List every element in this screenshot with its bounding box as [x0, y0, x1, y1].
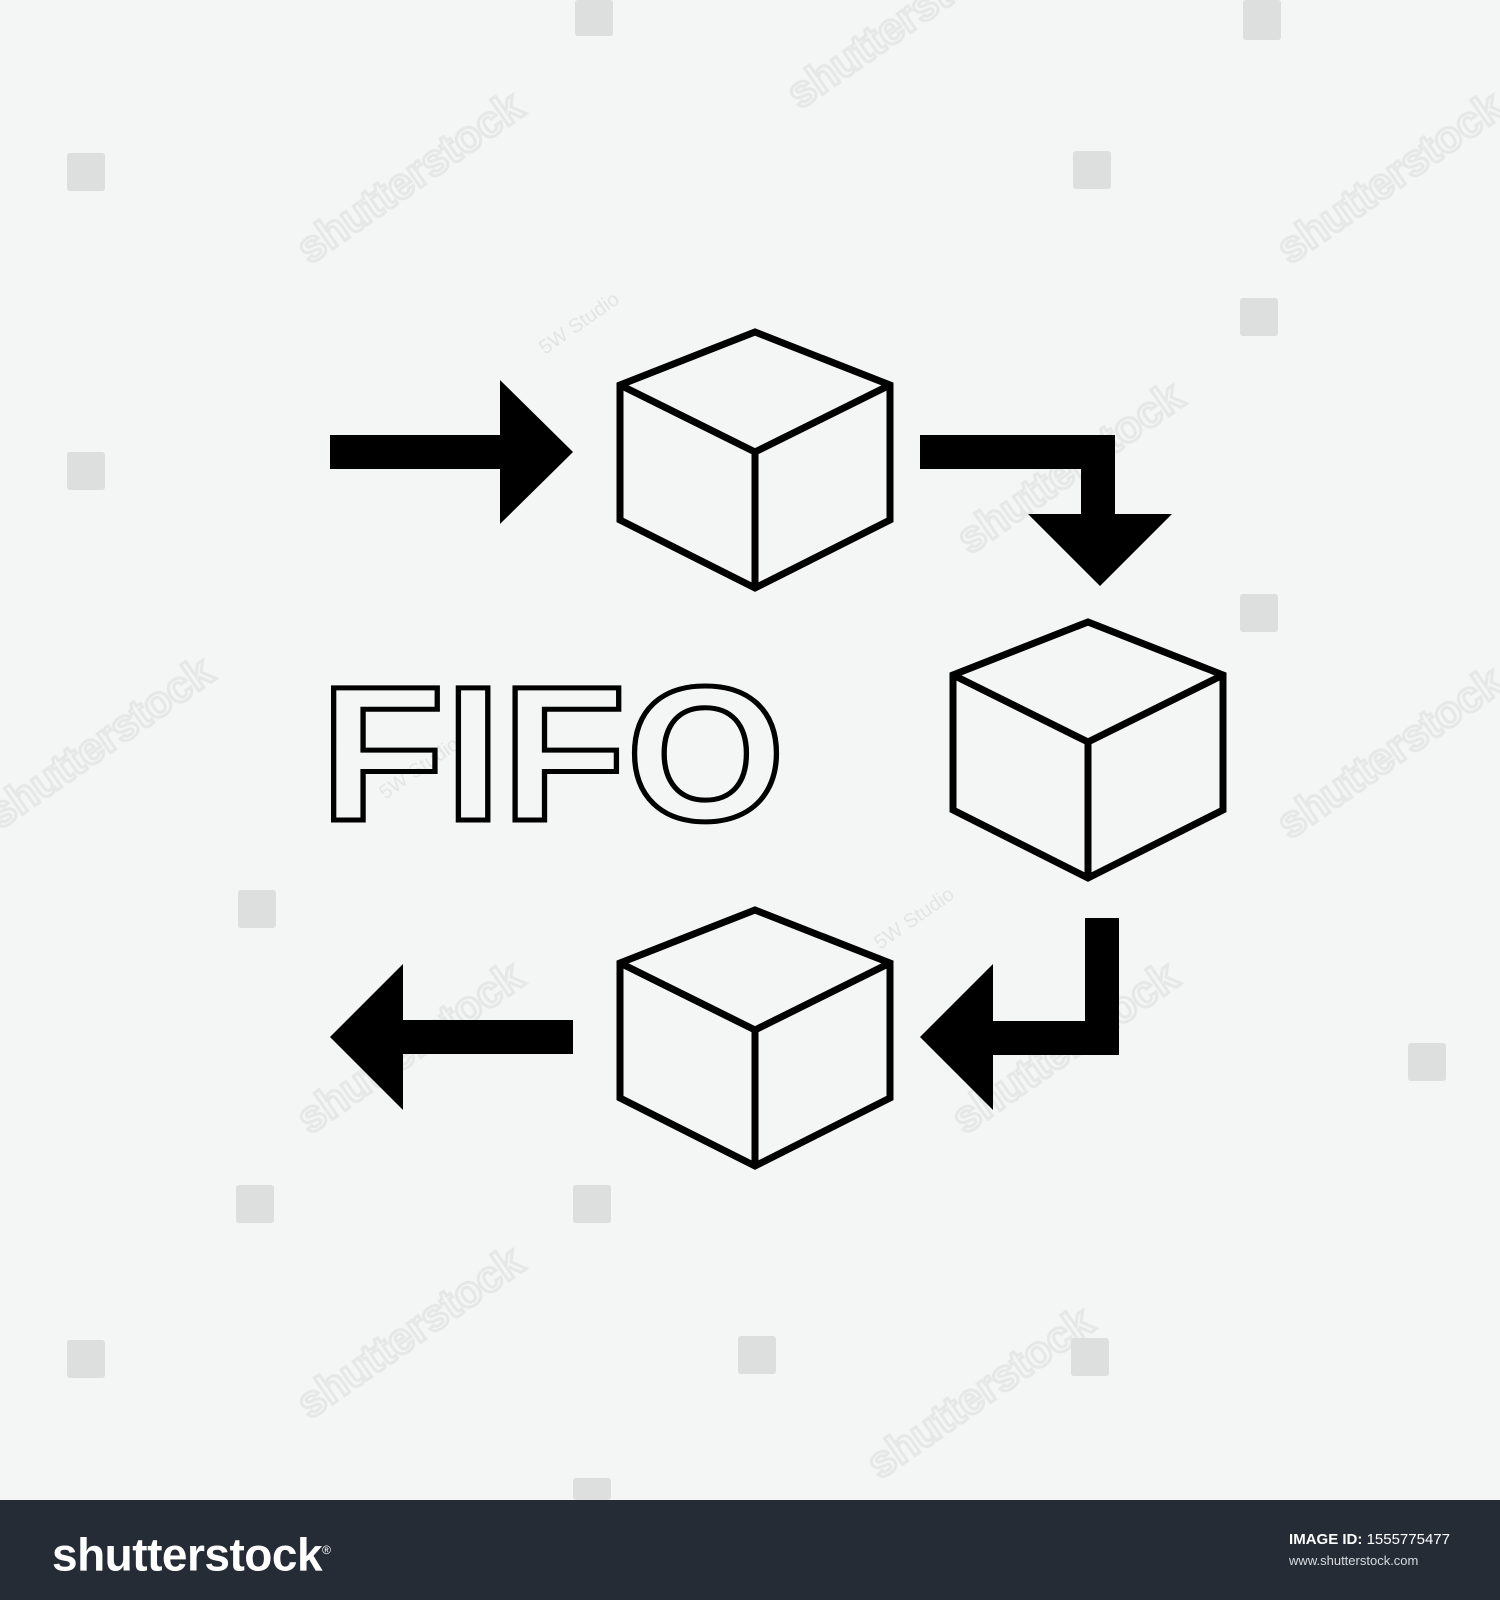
watermark-square — [1408, 1043, 1446, 1081]
box-icon — [616, 328, 894, 592]
watermark-stock-text: shutterstock — [1268, 81, 1500, 273]
watermark-square — [573, 1478, 611, 1500]
box-icon — [616, 906, 894, 1170]
arrow-in-icon — [330, 380, 573, 524]
watermark-stock-text: shutterstock — [1268, 656, 1500, 848]
watermark-stock-text: shutterstock — [858, 1296, 1103, 1488]
watermark-square — [1243, 0, 1281, 40]
watermark-square — [1073, 151, 1111, 189]
image-id-value: 1555775477 — [1366, 1531, 1450, 1548]
watermark-square — [575, 0, 613, 36]
fifo-label: FIFO — [320, 646, 785, 861]
registered-mark-icon: ® — [322, 1543, 331, 1557]
brand-logo: shutterstock® — [52, 1520, 331, 1584]
diagram-layer: FIFO — [318, 328, 1227, 1170]
footer-bar: shutterstock® IMAGE ID: 1555775477 www.s… — [0, 1500, 1500, 1600]
watermark-stock-text: shutterstock — [288, 1236, 533, 1428]
image-id-line: IMAGE ID: 1555775477 — [1289, 1530, 1450, 1550]
watermark-square — [236, 1185, 274, 1223]
arrow-left-icon — [920, 918, 1119, 1110]
watermark-studio-text: 5W Studio — [870, 883, 958, 954]
arrow-down-icon — [920, 435, 1172, 586]
image-id-label: IMAGE ID: — [1289, 1531, 1363, 1548]
watermark-square — [67, 452, 105, 490]
watermark-square — [238, 890, 276, 928]
arrow-out-icon — [330, 964, 573, 1110]
watermark-square — [1240, 594, 1278, 632]
watermark-stock-text: shutterstock — [0, 646, 222, 838]
fifo-diagram: shutterstock shutterstock shutterstock s… — [0, 0, 1500, 1500]
watermark-square — [573, 1185, 611, 1223]
brand-logo-text: shutterstock — [52, 1528, 323, 1581]
watermark-square — [67, 153, 105, 191]
watermark-stock-text: shutterstock — [778, 0, 1023, 118]
diagram-canvas: shutterstock shutterstock shutterstock s… — [0, 0, 1500, 1500]
watermark-square — [738, 1336, 776, 1374]
watermark-square — [1071, 1338, 1109, 1376]
site-url: www.shutterstock.com — [1289, 1553, 1419, 1568]
image-info: IMAGE ID: 1555775477 www.shutterstock.co… — [1289, 1530, 1450, 1572]
watermark-stock-text: shutterstock — [288, 81, 533, 273]
watermark-square — [67, 1340, 105, 1378]
box-icon — [949, 618, 1227, 882]
watermark-square — [1240, 298, 1278, 336]
watermark-studio-text: 5W Studio — [535, 288, 623, 359]
